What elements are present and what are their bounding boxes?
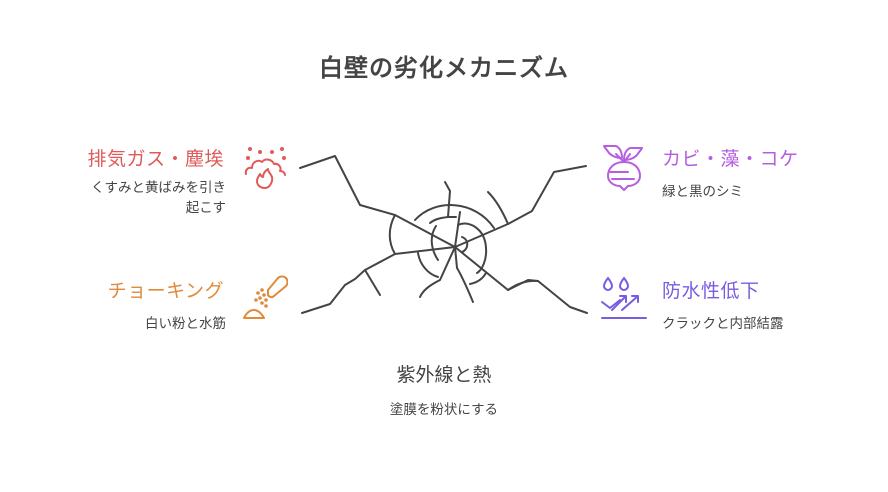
exhaust-desc-line2: 起こす	[185, 200, 226, 216]
diagram-title: 白壁の劣化メカニズム	[319, 54, 569, 82]
chalking-title: チョーキング	[107, 280, 224, 302]
salt-shaker-powder-icon	[243, 275, 288, 319]
wall-crack-illustration	[299, 155, 588, 314]
smoke-fire-icon	[244, 147, 286, 189]
mold-desc: 緑と黒のシミ	[662, 184, 743, 200]
uv-title: 紫外線と熱	[396, 364, 492, 386]
exhaust-desc-line1: くすみと黄ばみを引き	[91, 180, 226, 196]
mold-title: カビ・藻・コケ	[662, 148, 799, 170]
chalking-desc: 白い粉と水筋	[145, 316, 226, 332]
turnip-sprout-icon	[603, 145, 643, 191]
waterproof-title: 防水性低下	[662, 280, 760, 302]
exhaust-desc: くすみと黄ばみを引き 起こす	[91, 178, 226, 218]
waterproof-desc: クラックと内部結露	[662, 316, 784, 332]
exhaust-title: 排気ガス・塵埃	[87, 148, 224, 170]
water-drops-trend-icon	[601, 277, 647, 319]
uv-desc: 塗膜を粉状にする	[389, 402, 499, 418]
